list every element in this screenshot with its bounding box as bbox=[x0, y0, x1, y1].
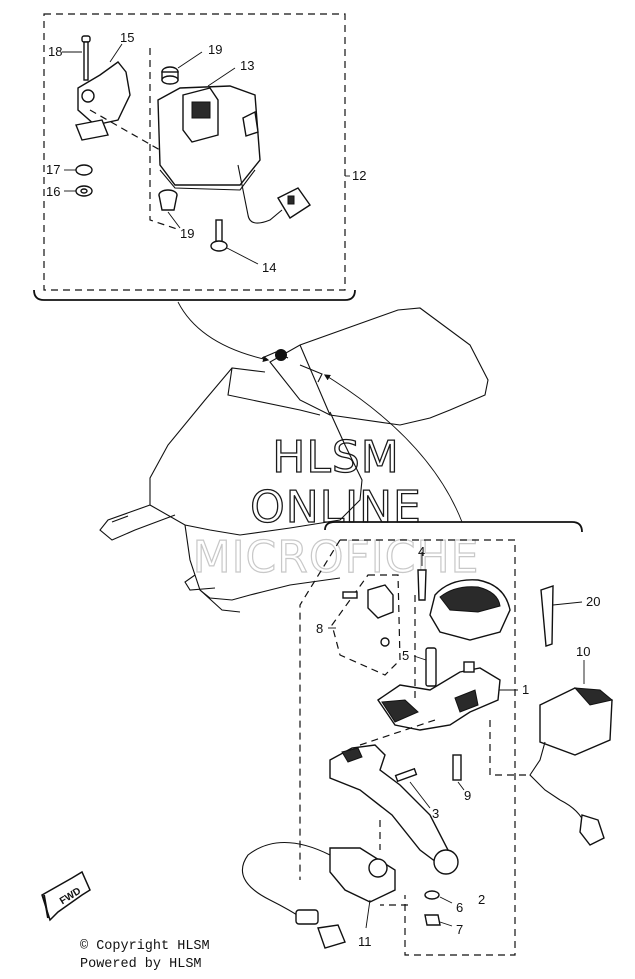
powered-by-text: Powered by HLSM bbox=[80, 957, 202, 972]
callout-18: 18 bbox=[48, 44, 62, 59]
callout-15: 15 bbox=[120, 30, 134, 45]
callout-7: 7 bbox=[456, 922, 463, 937]
connector-lower-right bbox=[559, 799, 605, 846]
callout-labels: 18 15 19 13 17 16 12 19 14 4 20 8 10 5 1… bbox=[46, 30, 600, 949]
nut-7 bbox=[424, 914, 453, 927]
harness-upper bbox=[237, 164, 311, 224]
pin-5 bbox=[413, 647, 437, 687]
callout-4: 4 bbox=[418, 544, 425, 559]
bracket-15 bbox=[75, 43, 131, 141]
callout-20: 20 bbox=[586, 594, 600, 609]
bolt-9 bbox=[452, 754, 465, 791]
callout-17: 17 bbox=[46, 162, 60, 177]
nut-17 bbox=[64, 164, 93, 176]
washer-16 bbox=[64, 185, 93, 197]
snowmobile-outline bbox=[99, 307, 489, 613]
copyright-text: © Copyright HLSM bbox=[80, 939, 210, 954]
watermark-line-2: ONLINE bbox=[250, 482, 422, 533]
switch-11 bbox=[241, 841, 396, 949]
callout-14: 14 bbox=[262, 260, 276, 275]
callout-1: 1 bbox=[522, 682, 529, 697]
callout-19-upper: 19 bbox=[208, 42, 222, 57]
screw-14 bbox=[210, 219, 259, 265]
sub-box-8 bbox=[328, 574, 401, 676]
washer-6 bbox=[424, 890, 453, 904]
callout-13: 13 bbox=[240, 58, 254, 73]
callout-6: 6 bbox=[456, 900, 463, 915]
pointer-arrow-upper bbox=[177, 301, 270, 362]
callout-19-lower: 19 bbox=[180, 226, 194, 241]
bolt-18 bbox=[62, 35, 91, 81]
callout-5: 5 bbox=[402, 648, 409, 663]
screw-3 bbox=[394, 767, 431, 809]
detail-box-1 bbox=[299, 374, 583, 956]
callout-2: 2 bbox=[478, 892, 485, 907]
screw-4 bbox=[417, 552, 427, 601]
watermark-line-1: HLSM bbox=[272, 432, 400, 483]
pointer-arrow-lower bbox=[323, 374, 463, 523]
callout-10: 10 bbox=[576, 644, 590, 659]
fwd-direction-badge: FWD bbox=[41, 870, 91, 922]
callout-12: 12 bbox=[352, 168, 366, 183]
grommet-19-upper bbox=[161, 51, 203, 85]
callout-9: 9 bbox=[464, 788, 471, 803]
callout-8: 8 bbox=[316, 621, 323, 636]
brake-lever bbox=[329, 744, 459, 875]
cable-tie-20 bbox=[540, 585, 583, 647]
grommet-19-lower bbox=[158, 189, 181, 229]
lever-bracket bbox=[377, 661, 501, 731]
callout-3: 3 bbox=[432, 806, 439, 821]
callout-11: 11 bbox=[358, 934, 372, 949]
detail-box-12 bbox=[33, 13, 356, 362]
watermark: HLSM ONLINE MICROFICHE bbox=[192, 431, 479, 583]
cover-cap bbox=[429, 579, 511, 641]
switch-housing-13 bbox=[157, 67, 261, 191]
callout-16: 16 bbox=[46, 184, 60, 199]
module-10 bbox=[529, 660, 614, 801]
mount-point-marker bbox=[275, 349, 287, 361]
